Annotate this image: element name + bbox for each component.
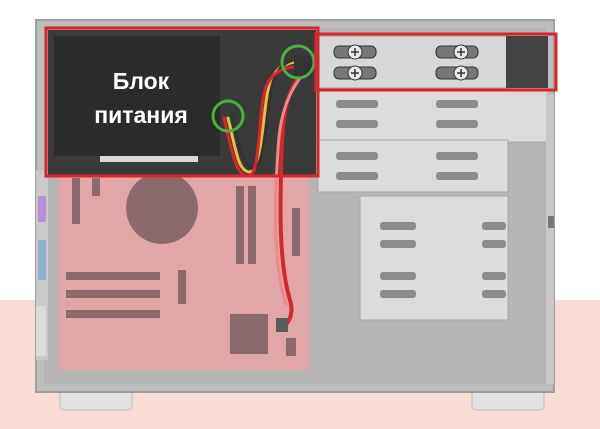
- component-4: [178, 270, 186, 304]
- psu-front: [54, 36, 220, 156]
- psu-cables: [222, 56, 312, 332]
- component-5: [286, 338, 296, 356]
- psu-vent: [100, 156, 198, 162]
- drive-screws: [333, 44, 479, 81]
- drive-bay-highlight-frame: [314, 32, 558, 92]
- drive-bay-2: [317, 89, 549, 143]
- optical-drive-bay: [317, 35, 509, 89]
- component-1: [72, 178, 80, 224]
- front-button: [548, 216, 554, 228]
- drive-connector-highlight: [280, 44, 316, 80]
- pci-slot-3: [66, 310, 160, 318]
- drive-bay-3: [317, 139, 509, 193]
- drive-bay-front: [506, 36, 548, 88]
- hard-drive-cage: [359, 195, 509, 321]
- ram-slot-1: [236, 186, 244, 264]
- expansion-slot-cover: [36, 306, 46, 356]
- component-3: [292, 208, 300, 256]
- bay-3-slots: [336, 152, 478, 180]
- front-panel-edge: [546, 94, 554, 384]
- serial-port: [38, 240, 46, 280]
- pci-slot-1: [66, 272, 160, 280]
- ps2-port: [38, 196, 46, 222]
- drive-power-connector: [294, 56, 312, 78]
- bay-2-slots: [336, 100, 478, 128]
- component-2: [92, 178, 100, 196]
- pci-slot-2: [66, 290, 160, 298]
- cpu-socket: [126, 172, 198, 244]
- chipset: [230, 314, 268, 354]
- ram-slot-2: [248, 186, 256, 264]
- board-power-connector: [276, 318, 288, 332]
- hdd-cage-slots: [380, 222, 506, 298]
- psu-highlight-frame: [44, 26, 320, 178]
- psu-connector-highlight: [211, 99, 245, 133]
